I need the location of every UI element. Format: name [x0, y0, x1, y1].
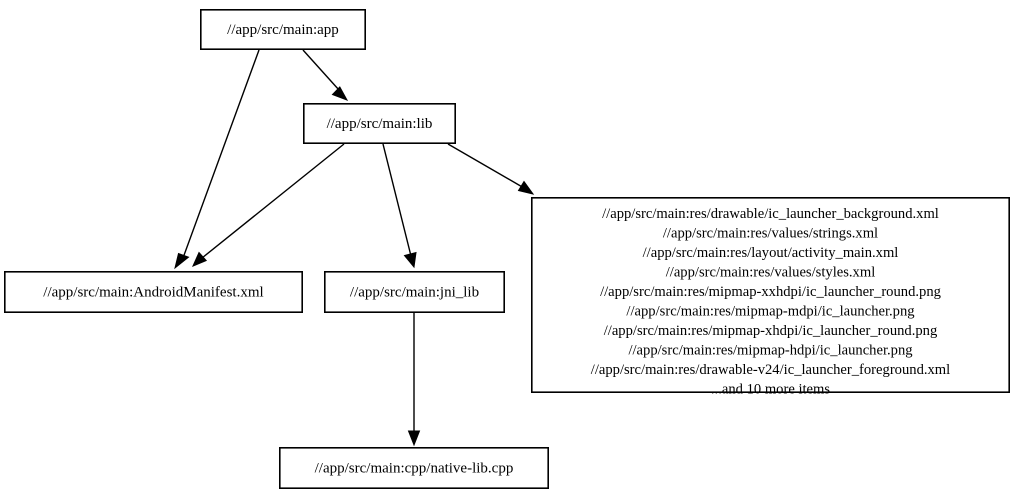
node-res-cluster-box[interactable]	[530, 197, 1010, 393]
node-native-lib-cpp-label: //app/src/main:cpp/native-lib.cpp	[315, 460, 514, 476]
node-app-box[interactable]	[200, 9, 366, 51]
node-android-manifest[interactable]: //app/src/main:AndroidManifest.xml	[4, 270, 303, 313]
node-res-cluster-line-8: //app/src/main:res/drawable-v24/ic_launc…	[591, 362, 950, 378]
graph-edges	[174, 49, 535, 447]
node-jni-lib[interactable]: //app/src/main:jni_lib	[323, 270, 505, 313]
node-lib[interactable]: //app/src/main:lib	[302, 103, 456, 145]
node-res-cluster-line-4: //app/src/main:res/mipmap-xxhdpi/ic_laun…	[600, 284, 942, 300]
node-android-manifest-box[interactable]	[4, 270, 303, 313]
edge-lib-to-jni-lib	[382, 143, 417, 269]
edge-jni-lib-to-native-lib-cpp	[407, 313, 421, 447]
node-lib-label: //app/src/main:lib	[327, 116, 433, 132]
node-jni-lib-box[interactable]	[323, 270, 505, 313]
node-res-cluster-line-1: //app/src/main:res/values/strings.xml	[663, 226, 878, 242]
node-res-cluster[interactable]: //app/src/main:res/drawable/ic_launcher_…	[530, 197, 1010, 398]
node-app-label: //app/src/main:app	[227, 22, 339, 38]
edge-lib-to-res-cluster	[447, 143, 535, 195]
edge-app-to-android-manifest	[174, 49, 260, 270]
node-android-manifest-label: //app/src/main:AndroidManifest.xml	[43, 284, 263, 300]
edge-app-to-lib	[302, 49, 349, 101]
node-native-lib-cpp[interactable]: //app/src/main:cpp/native-lib.cpp	[278, 446, 549, 489]
node-res-cluster-line-7: //app/src/main:res/mipmap-hdpi/ic_launch…	[628, 343, 913, 359]
node-res-cluster-line-2: //app/src/main:res/layout/activity_main.…	[643, 245, 899, 261]
node-jni-lib-label: //app/src/main:jni_lib	[350, 284, 479, 300]
node-res-cluster-line-6: //app/src/main:res/mipmap-xhdpi/ic_launc…	[604, 323, 938, 339]
node-res-cluster-line-0: //app/src/main:res/drawable/ic_launcher_…	[602, 206, 939, 222]
node-native-lib-cpp-box[interactable]	[278, 446, 549, 489]
node-lib-box[interactable]	[302, 103, 456, 145]
node-res-cluster-line-9: ...and 10 more items	[711, 382, 830, 398]
node-res-cluster-line-3: //app/src/main:res/values/styles.xml	[666, 265, 876, 281]
node-res-cluster-line-5: //app/src/main:res/mipmap-mdpi/ic_launch…	[626, 304, 915, 320]
node-app[interactable]: //app/src/main:app	[200, 9, 366, 51]
edge-lib-to-android-manifest	[192, 143, 345, 267]
